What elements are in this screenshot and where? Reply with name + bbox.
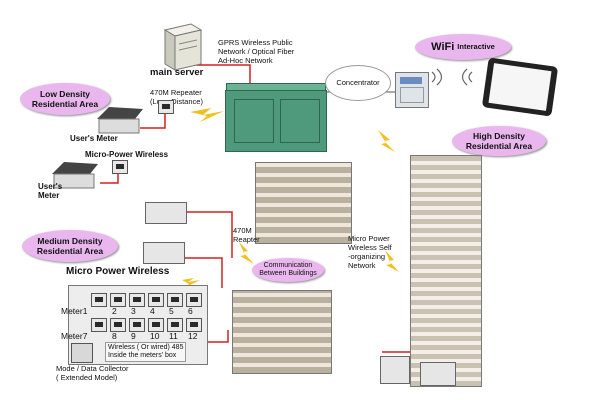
meter-icon: [91, 318, 107, 332]
highrise-meter-box: [380, 356, 410, 384]
cable-collector-panel: [204, 330, 229, 343]
medium-density-label: Medium Density Residential Area: [36, 236, 104, 256]
meter-box-top: [145, 202, 187, 224]
meter-icon: [158, 100, 174, 114]
house-icon: [97, 107, 143, 134]
meter-icon: [110, 293, 126, 307]
meter-icon: [148, 318, 164, 332]
cable-meterbox-collector: [185, 257, 223, 288]
building-midrise-1: [255, 162, 352, 244]
highrise-meter-box: [420, 362, 456, 386]
meter-icon: [112, 160, 128, 174]
building-midrise-2: [232, 290, 332, 374]
meter-number-label: 9: [131, 331, 136, 341]
meter-number-label: 10: [150, 331, 160, 341]
highrise-tower: [410, 155, 482, 387]
meter-icon: [167, 293, 183, 307]
medium-density-pill: Medium Density Residential Area: [22, 230, 118, 262]
high-density-label: High Density Residential Area: [465, 131, 533, 151]
meter-icon: [148, 293, 164, 307]
communication-label: Communication Between Buildings: [259, 262, 317, 277]
meter-number-label: 6: [188, 306, 193, 316]
gprs-label: GPRS Wireless Public Network / Optical F…: [218, 38, 295, 65]
meter-number-label: 11: [169, 331, 178, 341]
meter-number-label: 2: [112, 306, 117, 316]
substation-cabinet: [225, 83, 327, 152]
lightning-icon: [239, 242, 254, 264]
main-server-label: main server: [150, 67, 204, 78]
house-icon: [52, 162, 98, 189]
meter-icon: [167, 318, 183, 332]
meter-number-label: 3: [131, 306, 136, 316]
meter-icon: [91, 293, 107, 307]
micro-power-wireless-label-1: Micro-Power Wireless: [85, 150, 169, 159]
micro-power-wireless-label-2: Micro Power Wireless: [66, 266, 170, 277]
meter-number-label: 5: [169, 306, 174, 316]
meter-number-label: 12: [188, 331, 198, 341]
lightning-icon: [182, 278, 200, 288]
high-density-pill: High Density Residential Area: [452, 126, 546, 156]
micro-power-self-label: Micro Power Wireless Self -organizing Ne…: [348, 234, 392, 270]
wifi-label: WiFi: [431, 41, 455, 53]
concentrator-bubble: Concentrator: [325, 65, 391, 101]
wifi-pill: WiFi Interactive: [415, 34, 511, 60]
wired-note-label: Wireless ( Or wired) 485 Inside the mete…: [105, 342, 187, 362]
low-density-pill: Low Density Residential Area: [20, 83, 110, 115]
low-density-label: Low Density Residential Area: [31, 89, 99, 109]
lightning-icon: [378, 130, 395, 152]
meter-icon: [129, 318, 145, 332]
meter-icon: [110, 318, 126, 332]
users-meter-label-2: User's Meter: [38, 182, 63, 200]
cable-user-meter-2: [100, 172, 119, 184]
concentrator-label: Concentrator: [336, 78, 380, 87]
data-collector-device: [71, 343, 93, 363]
meter-icon: [186, 293, 202, 307]
meter-icon: [186, 318, 202, 332]
wifi-signal-icon: [431, 68, 473, 86]
meter1-label: Meter1: [61, 306, 88, 316]
lightning-icon: [385, 250, 399, 272]
cable-lowdensity-meter: [140, 112, 166, 129]
tablet-device: [481, 57, 559, 117]
meter-icon: [129, 293, 145, 307]
meter-number-label: 8: [112, 331, 117, 341]
meter-number-label: 4: [150, 306, 155, 316]
users-meter-label-1: User's Meter: [70, 134, 118, 143]
concentrator-device: [395, 72, 429, 108]
wifi-suffix-label: Interactive: [457, 42, 495, 51]
lightning-icon: [190, 108, 224, 122]
collector-label: Mode / Data Collector ( Extended Model): [56, 364, 129, 382]
communication-pill: Communication Between Buildings: [252, 258, 324, 282]
meter7-label: Meter7: [61, 331, 88, 341]
server-icon: [163, 23, 203, 71]
meter-panel: Meter1 2 3 4 5 6 Meter7 8 9 10 11 12 Wireless ( …: [61, 285, 208, 365]
meter-box-middle: [143, 242, 185, 264]
repeater-470-label: 470M Reapter: [233, 226, 260, 244]
